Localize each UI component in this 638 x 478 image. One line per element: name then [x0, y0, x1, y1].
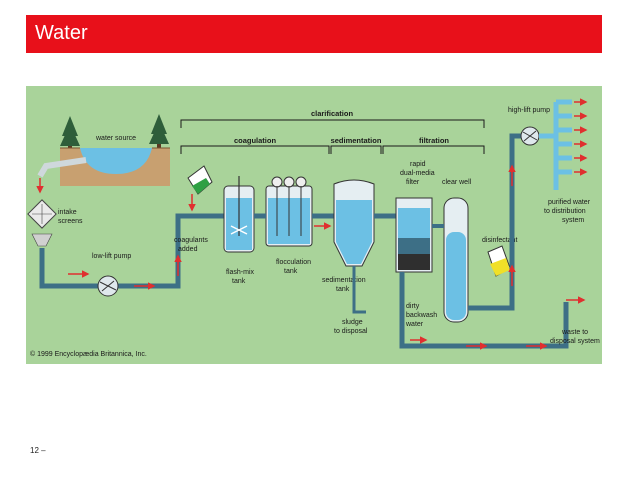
dirty-label: dirty — [406, 303, 420, 310]
clarification-label: clarification — [311, 109, 354, 118]
sedimentation-label: sedimentation — [331, 136, 382, 145]
sedimentation-tank-label: tank — [336, 286, 350, 293]
water-source-label: water source — [95, 135, 136, 142]
distribution-pipe — [468, 133, 526, 311]
low-lift-pump-label: low-lift pump — [92, 253, 131, 260]
disinfectant-label: disinfectant — [482, 237, 517, 244]
flash-mix-tank-label: tank — [232, 278, 246, 285]
high-lift-pump-icon — [520, 126, 540, 146]
high-lift-pump-label: high-lift pump — [508, 107, 550, 114]
clarification-bracket — [180, 119, 485, 154]
to-distribution-label: to distribution — [544, 208, 586, 215]
water-label: water — [405, 321, 424, 328]
rapid-label: rapid — [410, 161, 426, 168]
distribution-manifold — [539, 99, 572, 190]
flocculation-tank-label: tank — [284, 268, 298, 275]
main-pipe — [39, 213, 236, 289]
sludge-label: sludge — [342, 319, 363, 326]
clear-well-label: clear well — [442, 179, 472, 186]
filtration-label: filtration — [419, 136, 449, 145]
sedimentation-label-2: sedimentation — [322, 277, 366, 284]
low-lift-pump-icon — [97, 275, 119, 297]
dual-media-label: dual-media — [400, 170, 435, 177]
intake-pipe — [37, 157, 87, 178]
flocculation-tank — [265, 176, 313, 247]
distribution-arrows — [574, 98, 588, 176]
coagulants-label: coagulants — [174, 237, 208, 244]
dual-media-filter — [395, 197, 433, 273]
disposal-system-label: disposal system — [550, 338, 600, 345]
water-source-reservoir — [60, 147, 170, 186]
slide-title: Water — [35, 22, 88, 44]
intake-label: intake — [58, 209, 77, 216]
page-number: 12 – — [30, 446, 46, 455]
copyright-label: © 1999 Encyclopædia Britannica, Inc. — [30, 350, 147, 358]
sludge-pipe — [352, 266, 366, 314]
title-bar: Water — [26, 15, 602, 53]
purified-water-label: purified water — [548, 199, 591, 206]
flash-mix-tank — [223, 176, 255, 253]
water-treatment-diagram: clarification coagulation sedimentation … — [26, 86, 602, 364]
filter-label: filter — [406, 179, 420, 186]
flocculation-label: flocculation — [276, 259, 311, 266]
added-label: added — [178, 246, 198, 253]
system-label: system — [562, 217, 584, 224]
tree-icon — [149, 114, 169, 150]
intake-screen — [27, 199, 57, 247]
screens-label: screens — [58, 218, 83, 225]
flash-mix-label: flash-mix — [226, 269, 255, 276]
backwash-label: backwash — [406, 312, 437, 319]
clear-well — [443, 197, 469, 323]
waste-to-label: waste to — [561, 329, 588, 336]
to-disposal-label: to disposal — [334, 328, 368, 335]
coagulation-label: coagulation — [234, 136, 277, 145]
sedimentation-tank — [333, 179, 375, 267]
coagulant-bottle-icon — [187, 165, 213, 195]
